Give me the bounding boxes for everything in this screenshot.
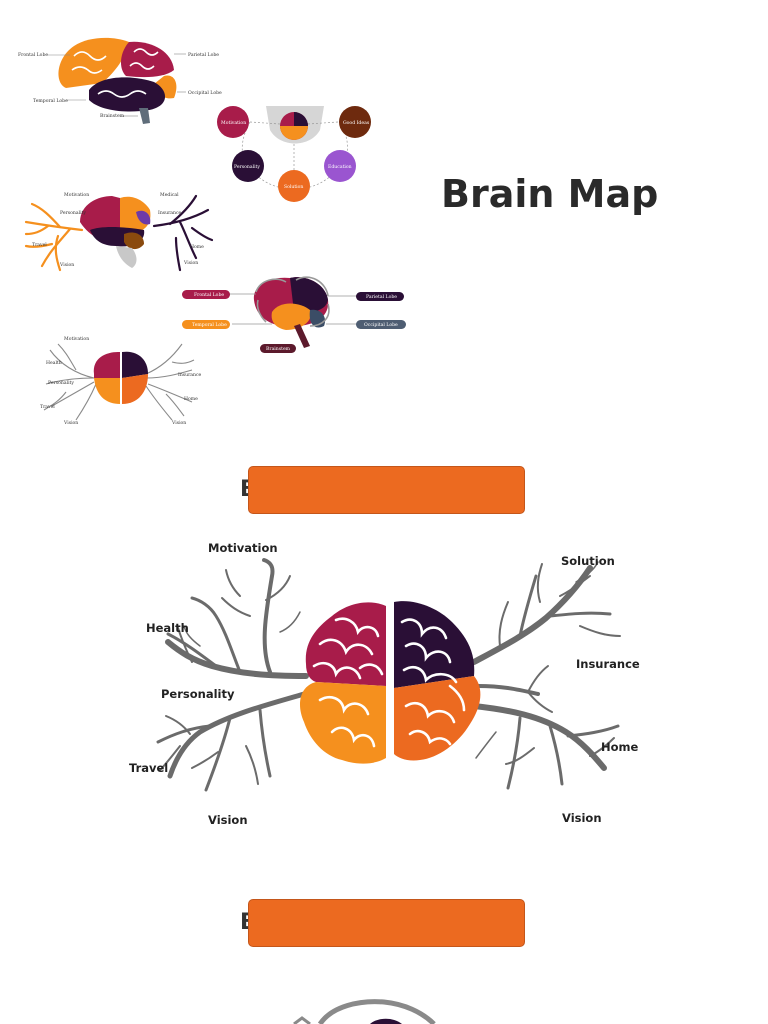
node-good-ideas: Good Ideas	[343, 120, 370, 126]
brain-right-hemisphere	[394, 601, 481, 761]
tree3-label-vision-right: Vision	[183, 260, 198, 266]
label-brainstem: Brainstem	[100, 113, 125, 119]
partial-brain-graphic	[293, 999, 436, 1024]
tree3-label-motivation: Motivation	[64, 192, 89, 198]
tree5-label-travel: Travel	[40, 404, 55, 410]
tree5-label-health: Health	[46, 360, 62, 366]
tree3-label-vision-left: Vision	[59, 262, 74, 268]
page-title: Brain Map	[441, 172, 659, 216]
tree3-label-travel: Travel	[32, 242, 47, 248]
parietal-lobe	[120, 41, 174, 78]
tree5-label-vision-left: Vision	[63, 420, 78, 426]
tree3-label-personality: Personality	[60, 210, 86, 216]
brainstem	[139, 108, 150, 124]
thumbnail-brain-lobes: Frontal Lobe Parietal Lobe Occipital Lob…	[18, 37, 222, 124]
map-label-travel: Travel	[129, 761, 168, 775]
tree5-label-home: Home	[184, 396, 198, 402]
tree3-label-home: Home	[190, 244, 204, 250]
brain-left-hemisphere	[300, 602, 386, 764]
map-label-vision-left: Vision	[208, 813, 248, 827]
thumbnail-pill-brain: Frontal Lobe Parietal Lobe Temporal Lobe…	[182, 276, 406, 353]
label-occipital-lobe: Occipital Lobe	[188, 90, 222, 96]
map-label-solution: Solution	[561, 554, 615, 568]
left-branches	[156, 558, 309, 792]
frontal-lobe	[58, 37, 129, 88]
node-education: Education	[328, 164, 352, 170]
node-solution: Solution	[284, 184, 303, 190]
pill-parietal-lobe: Parietal Lobe	[366, 294, 397, 300]
pill-occipital-lobe: Occipital Lobe	[364, 322, 398, 328]
map-label-health: Health	[146, 621, 189, 635]
pill-brainstem: Brainstem	[266, 346, 291, 352]
pill-frontal-lobe: Frontal Lobe	[194, 292, 224, 298]
temporal-lobe	[89, 77, 166, 112]
label-parietal-lobe: Parietal Lobe	[188, 52, 219, 58]
node-personality: Personality	[234, 164, 260, 170]
right-branches	[471, 561, 621, 790]
node-motivation: Motivation	[221, 120, 246, 126]
thumbnail-node-diagram: Motivation Good Ideas Personality Educat…	[217, 106, 371, 202]
tree5-label-motivation: Motivation	[64, 336, 89, 342]
map-label-insurance: Insurance	[576, 657, 640, 671]
map-label-vision-right: Vision	[562, 811, 602, 825]
main-brain-map: Motivation Health Personality Travel Vis…	[129, 541, 640, 827]
pill-temporal-lobe: Temporal Lobe	[192, 322, 227, 328]
label-frontal-lobe: Frontal Lobe	[18, 52, 48, 58]
center-brain-icon	[280, 112, 308, 140]
map-label-personality: Personality	[161, 687, 235, 701]
thumbnail-tree-brain: Motivation Personality Travel Vision Med…	[24, 192, 214, 272]
banner-2	[248, 899, 525, 947]
tree3-label-medical: Medical	[160, 192, 179, 198]
tree3-label-insurance: Insurance	[158, 210, 182, 216]
label-temporal-lobe: Temporal Lobe	[33, 98, 68, 104]
tree5-label-insurance: Insurance	[178, 372, 202, 378]
tree5-label-vision-right: Vision	[171, 420, 186, 426]
map-label-home: Home	[601, 740, 639, 754]
thumbnail-gray-tree-brain: Motivation Health Personality Travel Vis…	[40, 336, 202, 426]
tree5-label-personality: Personality	[48, 380, 74, 386]
map-label-motivation: Motivation	[208, 541, 278, 555]
banner-1	[248, 466, 525, 514]
